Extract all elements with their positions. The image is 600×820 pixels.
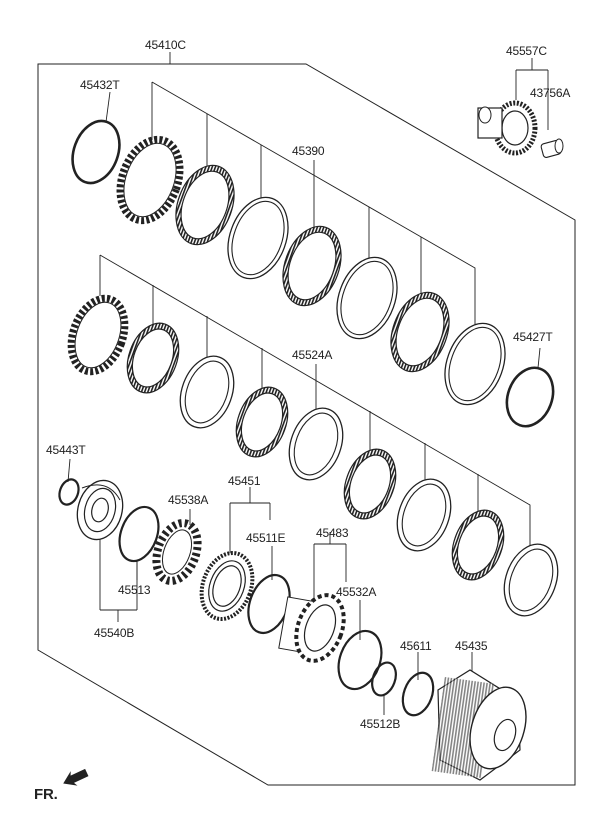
steel-plate-toothed-upper	[116, 135, 184, 225]
label-45513: 45513	[118, 583, 151, 597]
label-45538A: 45538A	[168, 493, 209, 507]
friction-disc-upper-3	[390, 291, 450, 373]
label-45483: 45483	[316, 526, 349, 540]
steel-plate-upper-3	[444, 322, 506, 406]
label-45532A: 45532A	[336, 585, 377, 599]
label-43756A: 43756A	[530, 86, 571, 100]
front-direction-label: FR.	[34, 786, 58, 803]
spring-retainer-45538A	[152, 519, 202, 585]
snap-ring-45512B	[371, 661, 397, 697]
piston-45540B	[76, 479, 124, 541]
steel-plate-toothed-lower	[67, 294, 129, 376]
friction-disc-lower-4	[451, 509, 505, 581]
steel-plate-lower-2	[288, 407, 344, 481]
steel-plate-lower-4	[503, 543, 559, 617]
label-45410C: 45410C	[145, 38, 186, 52]
bushing-43756A	[540, 138, 564, 158]
steel-plate-lower-3	[396, 478, 452, 552]
label-45451: 45451	[228, 474, 261, 488]
seal-ring-45513	[118, 505, 160, 563]
label-45443T: 45443T	[46, 443, 86, 457]
balance-piston-45451	[199, 551, 255, 621]
seal-ring-45611	[401, 671, 435, 717]
assembly-outline	[37, 63, 576, 786]
snap-ring-45432T	[71, 119, 121, 185]
leader-lines	[67, 52, 549, 715]
friction-disc-upper-2	[282, 225, 342, 307]
front-arrow-icon	[63, 768, 89, 786]
gear-45557C	[477, 100, 538, 156]
friction-disc-lower-3	[343, 448, 397, 520]
label-45427T: 45427T	[513, 330, 553, 344]
label-45511E: 45511E	[246, 531, 286, 545]
clutch-drum-45435	[431, 669, 527, 781]
label-45611: 45611	[400, 639, 432, 653]
label-45524A: 45524A	[292, 348, 333, 362]
label-45432T: 45432T	[80, 78, 120, 92]
steel-plate-lower-1	[179, 355, 235, 429]
snap-ring-45427T	[505, 366, 555, 428]
label-45390: 45390	[292, 144, 325, 158]
steel-plate-upper-2	[336, 256, 398, 340]
label-45435: 45435	[455, 639, 488, 653]
friction-disc-upper-1	[175, 164, 235, 246]
label-45512B: 45512B	[360, 717, 401, 731]
snap-ring-45443T	[58, 478, 80, 506]
steel-plate-upper-1	[227, 196, 289, 280]
hub-45483	[278, 593, 346, 663]
friction-disc-lower-2	[235, 386, 289, 458]
friction-disc-lower-1	[126, 322, 180, 394]
label-45557C: 45557C	[506, 44, 547, 58]
label-45540B: 45540B	[94, 626, 135, 640]
